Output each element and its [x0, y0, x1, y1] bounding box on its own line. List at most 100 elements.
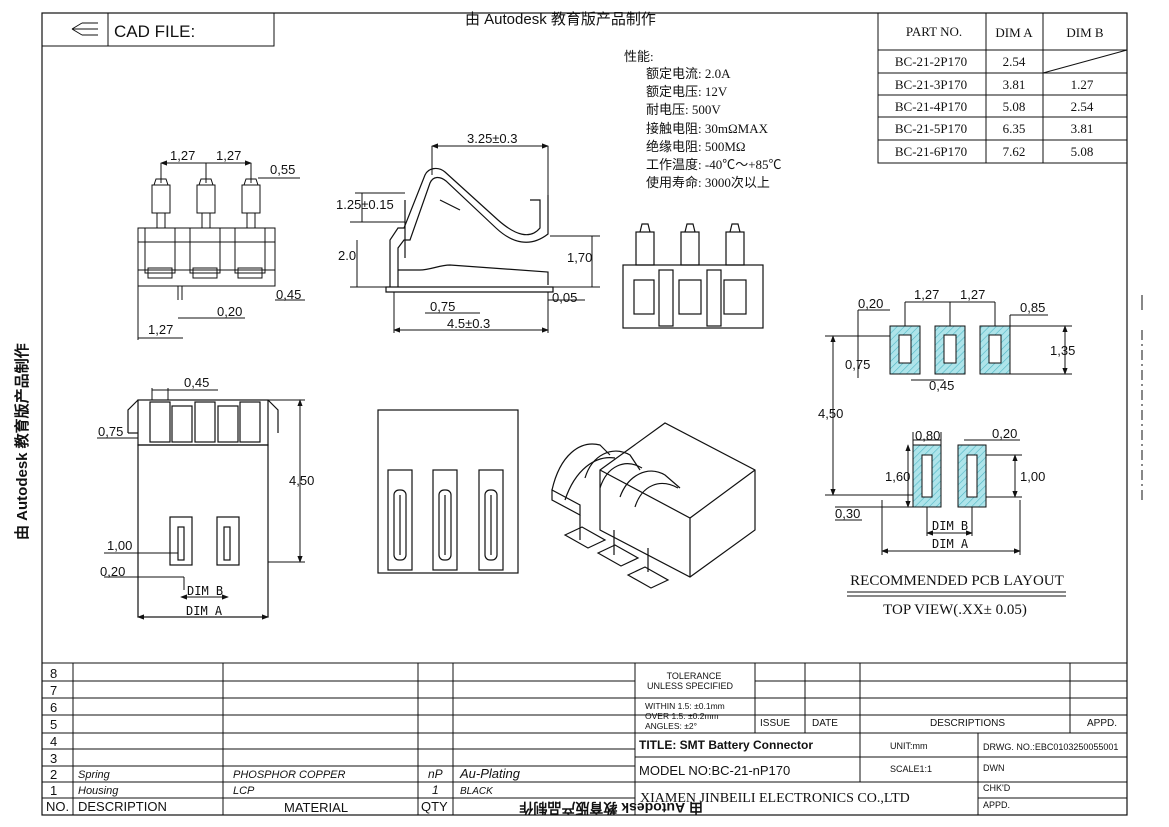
- dimb-cell: 2.54: [1071, 99, 1094, 114]
- dim-label: 1.25±0.15: [336, 197, 394, 212]
- descriptions-header: DESCRIPTIONS: [930, 718, 1005, 729]
- drawing-number: DRWG. NO.:EBC0103250055001: [983, 742, 1118, 752]
- hamburger-icon: [71, 22, 98, 36]
- bottom-view: [127, 399, 279, 618]
- dima-cell: 5.08: [1003, 99, 1026, 114]
- pcb-dim-labels: 0,20 1,27 1,27 0,85 0,75 1,35 0,45 4,50 …: [818, 287, 1075, 551]
- pcb-layout: [889, 325, 1011, 508]
- dim-label: 0,45: [276, 287, 301, 302]
- specs: 性能: 额定电流: 2.0A 额定电压: 12V 耐电压: 500V 接触电阻:…: [624, 49, 782, 190]
- side-view: [385, 167, 554, 293]
- pcb-title-line2: TOP VIEW(.XX± 0.05): [883, 602, 1027, 618]
- date-header: DATE: [812, 718, 838, 729]
- issue-header: ISSUE: [760, 718, 790, 729]
- tolerance-within: WITHIN 1.5: ±0.1mm: [645, 701, 725, 711]
- sheet-border: [41, 12, 1128, 816]
- tolerance-angles: ANGLES: ±2°: [645, 721, 697, 731]
- dim-label: 0,30: [835, 506, 860, 521]
- title-block-text: TOLERANCE UNLESS SPECIFIED WITHIN 1.5: ±…: [639, 671, 1118, 810]
- title-block: [635, 663, 1127, 815]
- specs-title: 性能:: [624, 49, 654, 64]
- bom-qty: nP: [428, 767, 443, 781]
- bom-material: PHOSPHOR COPPER: [233, 769, 346, 781]
- dim-label: 3.25±0.3: [467, 131, 518, 146]
- bom-no: 7: [50, 683, 57, 698]
- dim-label: DIM B: [187, 584, 223, 598]
- dim-label: 2.0: [338, 248, 356, 263]
- side-dims: [350, 143, 600, 333]
- dim-label: 1,27: [170, 148, 195, 163]
- dima-cell: 3.81: [1003, 77, 1026, 92]
- dim-label: 1,27: [914, 287, 939, 302]
- appd-header: APPD.: [1087, 718, 1117, 729]
- isometric-view: [551, 422, 756, 589]
- dim-label: 0,85: [1020, 300, 1045, 315]
- bom-header-no: NO.: [46, 799, 69, 814]
- dim-label: 1,27: [148, 322, 173, 337]
- bom-header-desc: DESCRIPTION: [78, 799, 167, 814]
- chkd-label: CHK'D: [983, 783, 1011, 793]
- unit-value: UNIT:mm: [890, 741, 928, 751]
- dim-label: 1,27: [960, 287, 985, 302]
- bom-no: 2: [50, 767, 57, 782]
- dim-table: PART NO. DIM A DIM B BC-21-2P170 2.54 BC…: [877, 12, 1128, 164]
- top-view: [377, 409, 519, 574]
- bottom-dim-labels: 0,45 0,75 4,50 1,00 0,20 DIM B DIM A: [98, 375, 314, 618]
- bom-desc: Housing: [78, 785, 119, 797]
- title-value: TITLE: SMT Battery Connector: [639, 738, 813, 752]
- bom-material: LCP: [233, 785, 255, 797]
- bom-header-material: MATERIAL: [284, 800, 348, 815]
- pcb-dims: [825, 301, 1072, 555]
- col-header-dima: DIM A: [995, 25, 1033, 40]
- bom-table: [42, 662, 1127, 815]
- bom-no: 8: [50, 666, 57, 681]
- scale-value: SCALE1:1: [890, 764, 932, 774]
- cad-file-box: CAD FILE:: [41, 12, 275, 47]
- dim-label: 1,70: [567, 250, 592, 265]
- dim-label: 0,05: [552, 290, 577, 305]
- dim-label: 1,35: [1050, 343, 1075, 358]
- bom-no: 5: [50, 717, 57, 732]
- dimb-cell: 1.27: [1071, 77, 1094, 92]
- dim-label: 0,45: [184, 375, 209, 390]
- dim-label: 0,55: [270, 162, 295, 177]
- bom-note: BLACK: [460, 786, 494, 797]
- bom-no: 4: [50, 734, 57, 749]
- tolerance-title: TOLERANCE: [667, 671, 722, 681]
- dim-label: 0,20: [992, 426, 1017, 441]
- housing-front-view: [622, 223, 764, 329]
- dim-label: 0,20: [100, 564, 125, 579]
- bom-no: 1: [50, 783, 57, 798]
- dim-label: 1,00: [107, 538, 132, 553]
- dim-label: DIM A: [932, 537, 969, 551]
- spec-line: 额定电流: 2.0A: [646, 66, 731, 81]
- dim-label: 1,27: [216, 148, 241, 163]
- dwn-label: DWN: [983, 763, 1005, 773]
- dim-label: 1,60: [885, 469, 910, 484]
- spec-line: 额定电压: 12V: [646, 84, 728, 99]
- pcb-title: RECOMMENDED PCB LAYOUT TOP VIEW(.XX± 0.0…: [847, 573, 1066, 618]
- part-cell: BC-21-4P170: [895, 99, 967, 114]
- tolerance-over: OVER 1.5: ±0.2mm: [645, 711, 719, 721]
- front-dims: 1,27 1,27 0,55 0,45 0,20 1,27: [148, 148, 301, 337]
- spec-line: 绝缘电阻: 500MΩ: [646, 139, 746, 154]
- bom-no: 6: [50, 700, 57, 715]
- spec-line: 耐电压: 500V: [646, 102, 721, 117]
- pcb-title-line1: RECOMMENDED PCB LAYOUT: [850, 573, 1064, 589]
- bom-rows: 8 7 6 5 4 3 2 Spring PHOSPHOR COPPER nP …: [46, 666, 703, 816]
- bom-no: 3: [50, 751, 57, 766]
- appd-label: APPD.: [983, 800, 1010, 810]
- dim-label: 0,75: [98, 424, 123, 439]
- dim-label: DIM B: [932, 519, 968, 533]
- dimb-cell: 3.81: [1071, 121, 1094, 136]
- watermark-left: 由 Autodesk 教育版产品制作: [13, 343, 31, 540]
- dim-label: 4.5±0.3: [447, 316, 490, 331]
- model-number: MODEL NO:BC-21-nP170: [639, 763, 790, 778]
- dim-label: 4,50: [818, 406, 843, 421]
- watermark-bottom: 由 Autodesk 教育版产品制作: [519, 800, 703, 816]
- spec-line: 接触电阻: 30mΩMAX: [646, 121, 769, 136]
- bom-note: Au-Plating: [459, 766, 521, 781]
- dim-label: DIM A: [186, 604, 223, 618]
- dim-label: 0,75: [845, 357, 870, 372]
- spec-line: 工作温度: -40℃～+85℃: [646, 157, 782, 172]
